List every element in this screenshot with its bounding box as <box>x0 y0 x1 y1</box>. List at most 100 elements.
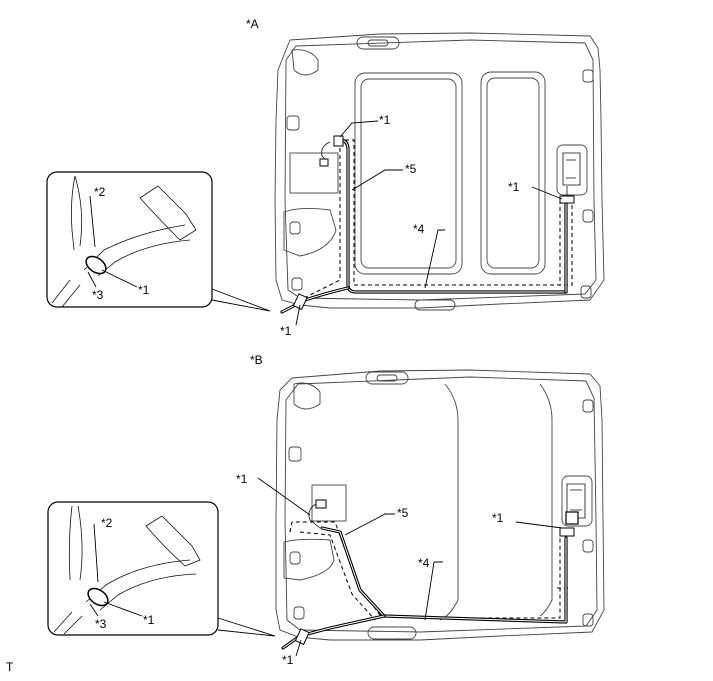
view-b-left-hook-3 <box>293 606 305 620</box>
view-a-callout-clamp-right: *1 <box>508 180 520 194</box>
view-b-right-hook-2 <box>582 539 594 553</box>
view-a-detail-callout-3: *3 <box>92 288 104 302</box>
view-b-leader-clamp-right <box>515 521 563 529</box>
view-a-top-handle <box>356 36 400 50</box>
view-a-headliner-outline <box>274 32 605 309</box>
view-a-top-handle-inner <box>367 39 389 47</box>
view-a-detail-trim-panel <box>139 185 197 241</box>
view-a-callout-harness-side: *5 <box>405 162 417 176</box>
view-b-harness-main <box>320 526 568 624</box>
view-b-detail-callout-1: *1 <box>143 613 155 627</box>
view-a-left-hook-1 <box>286 115 300 131</box>
view-b-detail-trim-panel <box>145 515 201 567</box>
view-b-detail-leader-1 <box>103 601 143 617</box>
view-b-leader-harness-main <box>424 561 443 621</box>
view-b-leader-clamp-bottom <box>295 639 302 657</box>
view-a-front-roof-panel <box>354 72 463 275</box>
view-a-leader-harness-side <box>351 169 403 191</box>
view-a-detail-leader-3 <box>87 271 97 288</box>
view-b-left-hook-2 <box>289 551 301 565</box>
view-a-detail-callout-1: *1 <box>138 283 150 297</box>
view-a-callout-harness-main: *4 <box>413 222 425 236</box>
view-b-headliner-outline <box>275 369 605 641</box>
view-b-callout-harness-main: *4 <box>418 556 430 570</box>
view-b-label: *B <box>250 353 263 367</box>
view-b-clamp-bottom <box>294 628 310 646</box>
view-a-detail-callout-2: *2 <box>94 185 106 199</box>
view-a-rear-lamp <box>562 152 581 186</box>
view-b-detail-leader-3 <box>89 603 99 617</box>
view-a-label: *A <box>246 17 259 31</box>
view-a-clamp-right <box>559 186 575 204</box>
view-b-left-pillar-trim <box>283 538 335 581</box>
view-a-detail-leader-2 <box>89 195 96 248</box>
view-b-callout-clamp-left: *1 <box>236 472 248 486</box>
view-b-detail-callout-3: *3 <box>95 617 107 631</box>
view-a-rear-roof-panel <box>480 71 546 275</box>
view-b-headliner-inner-edge <box>284 376 598 633</box>
view-a-bottom-handle <box>414 299 456 311</box>
view-b-right-hook-1 <box>582 399 594 413</box>
view-b-roof-rib-rear <box>539 383 553 617</box>
view-b-left-hook-1 <box>288 446 302 462</box>
view-b-detail-harness <box>85 559 197 611</box>
view-b-detail-pointer <box>217 617 276 637</box>
view-a-right-hook-3 <box>580 285 592 299</box>
footer-mark: T <box>6 660 14 674</box>
view-b-right-hook-3 <box>582 613 594 627</box>
view-a-detail-harness <box>83 224 191 277</box>
view-b-leader-harness-side <box>344 513 395 536</box>
view-a-left-hook-3 <box>291 277 303 291</box>
view-b-detail-leader-2 <box>93 523 99 583</box>
view-a-detail-pointer <box>211 288 271 312</box>
view-b-dome-lamp-opening <box>311 484 347 522</box>
view-b-detail-box: *2 *1 *3 <box>47 501 276 637</box>
view-a-leader-clamp-top <box>339 120 379 138</box>
view-b-clamp-left <box>308 499 327 529</box>
view-a-harness-side <box>338 138 568 294</box>
view-b-callout-clamp-right: *1 <box>492 511 504 525</box>
view-b-roof-rib-front <box>439 383 459 621</box>
view-b-harness-side <box>281 614 386 650</box>
view-b-detail-pillar-edge <box>68 505 73 581</box>
view-a-rear-roof-panel-inner <box>486 77 540 269</box>
view-a-detail-leader-1 <box>101 269 138 288</box>
view-b: *B <box>47 353 605 667</box>
view-a-harness-main <box>280 198 568 314</box>
view-a-callout-clamp-bottom: *1 <box>280 324 292 338</box>
view-b-rear-lamp <box>566 483 586 519</box>
view-a-right-hook-1 <box>582 69 594 83</box>
view-b-top-handle <box>365 371 409 385</box>
view-a-left-pillar-trim <box>283 207 337 257</box>
view-a-harness-route <box>299 139 573 301</box>
view-a-left-hook-2 <box>289 221 301 235</box>
view-b-detail-harness-end <box>53 611 83 635</box>
view-b-callout-harness-side: *5 <box>397 506 409 520</box>
view-a: *A <box>46 17 605 338</box>
view-b-top-handle-inner <box>376 374 398 382</box>
view-a-leader-harness-main <box>424 229 445 289</box>
view-a-dome-lamp-opening <box>289 152 339 194</box>
view-b-left-sunvisor-mount <box>293 382 321 410</box>
view-a-detail-box: *2 *1 *3 <box>46 171 271 312</box>
view-b-detail-callout-2: *2 <box>101 516 113 530</box>
view-b-callout-clamp-bottom: *1 <box>282 653 294 667</box>
view-a-clamp-bottom <box>292 293 308 311</box>
view-a-rear-lamp-base <box>556 144 588 196</box>
view-b-rear-lamp-base <box>561 475 593 527</box>
view-a-leader-clamp-right <box>531 186 563 200</box>
view-b-clamp-right <box>559 511 579 537</box>
view-a-front-roof-panel-inner <box>360 78 457 269</box>
view-a-detail-harness-end <box>51 279 81 308</box>
view-a-clamp-top <box>319 135 344 167</box>
view-a-left-sunvisor-mount <box>291 49 319 76</box>
view-a-right-hook-2 <box>582 209 594 223</box>
view-a-headliner-inner-edge <box>284 39 597 301</box>
view-b-leader-clamp-left <box>257 477 311 516</box>
view-a-detail-pillar-edge <box>71 175 76 251</box>
view-b-bottom-handle <box>367 626 417 640</box>
view-a-leader-clamp-bottom <box>295 304 301 326</box>
view-b-harness-route <box>289 521 568 621</box>
view-a-callout-clamp-top: *1 <box>379 113 391 127</box>
